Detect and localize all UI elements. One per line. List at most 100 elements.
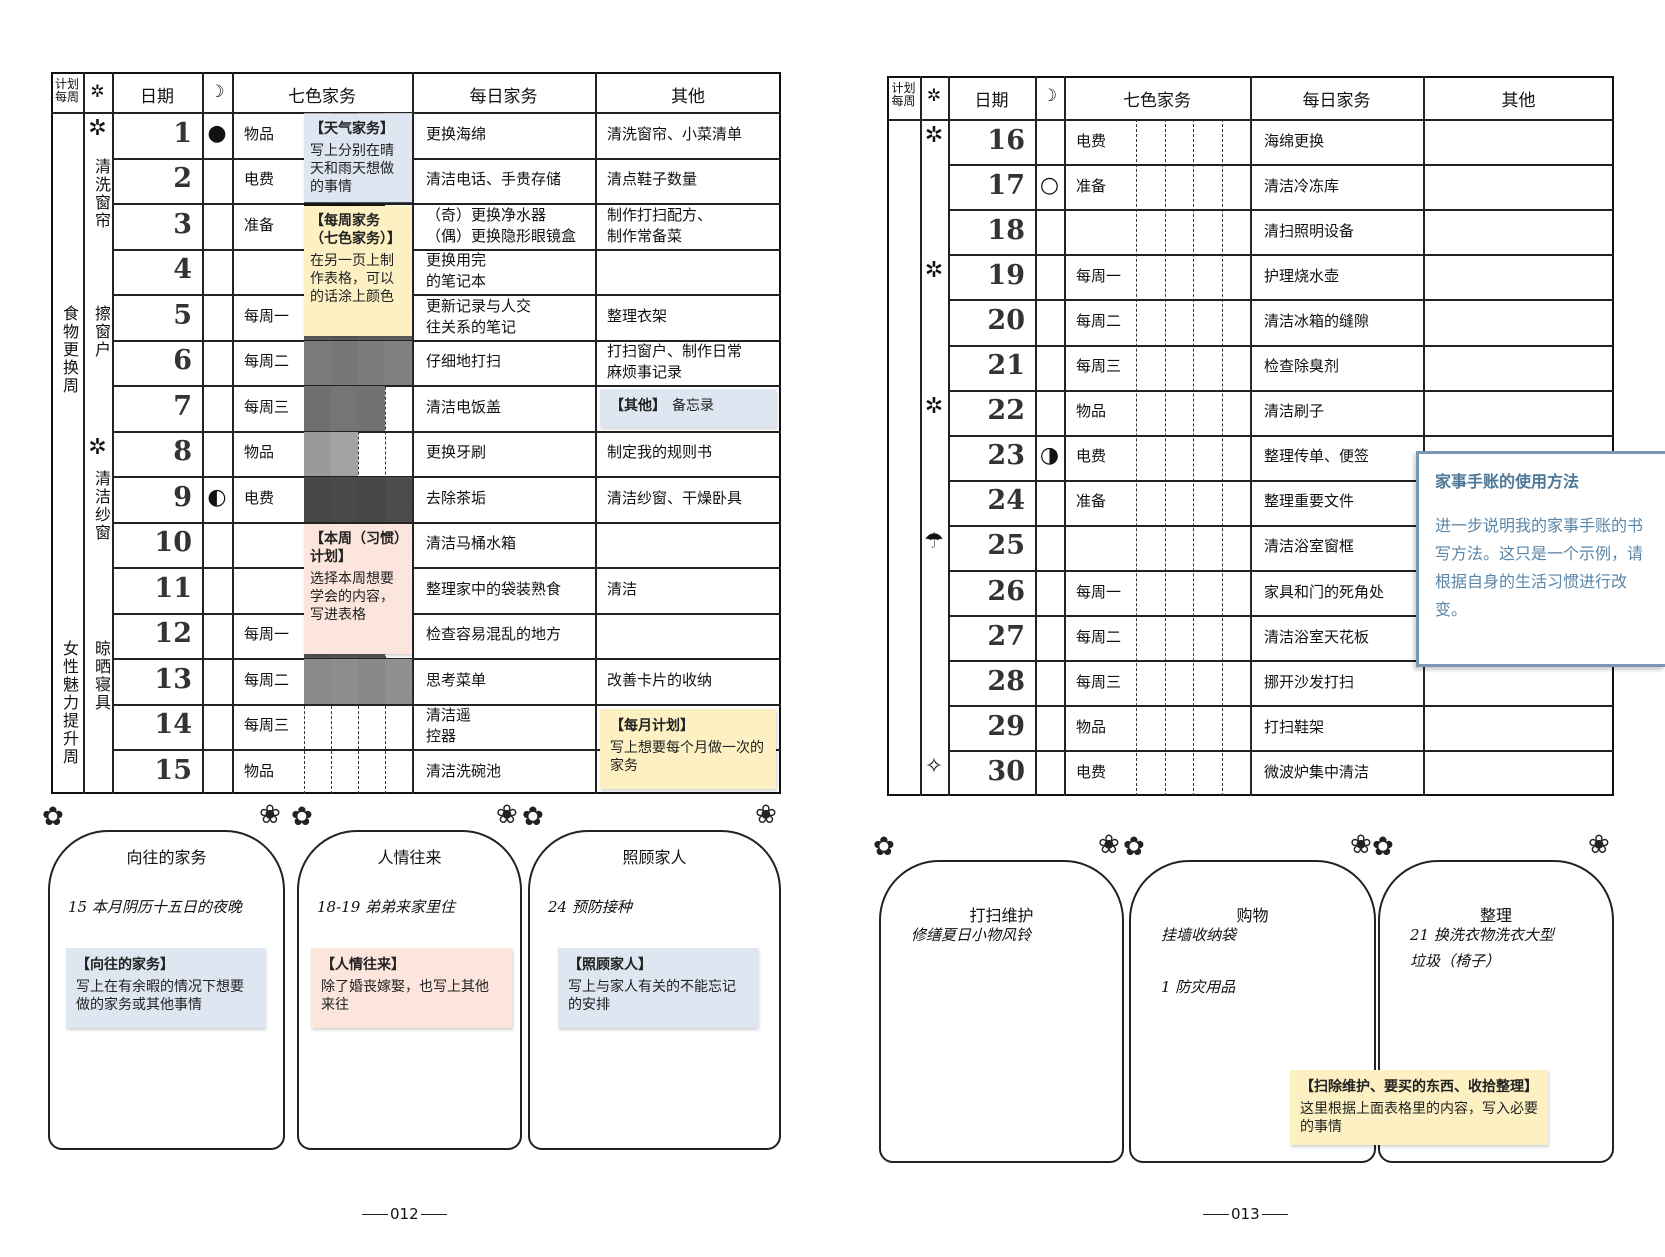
date-cell: 13 (154, 663, 192, 695)
note-title: 【其他】 (610, 398, 666, 414)
moon-phase-icon: ○ (1039, 172, 1060, 198)
row-divider (112, 430, 781, 433)
date-cell: 18 (987, 214, 1025, 246)
color-fill-cell (358, 340, 385, 385)
section-title: 购物 (1236, 906, 1269, 925)
color-fill-cell (358, 386, 385, 431)
note-body: 写上在有余暇的情况下想要做的家务或其他事情 (76, 979, 244, 1013)
daily-chore: 微波炉集中清洁 (1264, 762, 1370, 781)
weather-star-icon: ✲ (88, 116, 107, 141)
flower-decoration-icon: ✿ (291, 802, 313, 832)
column-divider (595, 72, 597, 794)
seven-color-label: 每周二 (1076, 627, 1122, 646)
daily-chore: 家具和门的死角处 (1264, 582, 1385, 601)
note-wish-chores: 【向往的家务】写上在有余暇的情况下想要做的家务或其他事情 (66, 948, 265, 1028)
moon-phase-icon: ● (207, 120, 227, 146)
date-cell: 28 (987, 665, 1025, 697)
note-body: 选择本周想要学会的内容，写进表格 (310, 571, 394, 623)
flower-decoration-icon: ❀ (1098, 830, 1120, 860)
date-cell: 2 (173, 163, 192, 195)
column-divider (920, 76, 922, 796)
daily-chore: 清洁洗碗池 (426, 761, 502, 780)
color-column-divider (1221, 119, 1223, 796)
note-body: 写上分别在晴天和雨天想做的事情 (310, 143, 394, 195)
moon-phase-icon: ◑ (1039, 443, 1060, 469)
date-cell: 10 (154, 527, 192, 559)
date-cell: 14 (154, 709, 192, 741)
date-cell: 29 (987, 710, 1025, 742)
date-cell: 12 (154, 618, 192, 650)
row-divider (112, 567, 781, 569)
color-column-divider (1193, 119, 1194, 796)
daily-chore: 清洁浴室窗框 (1264, 537, 1355, 556)
daily-chore: 护理烧水壶 (1264, 266, 1340, 285)
row-divider (948, 705, 1614, 708)
seven-color-label: 每周一 (1076, 266, 1122, 285)
column-divider (412, 72, 414, 794)
seven-color-label: 电费 (1076, 447, 1107, 466)
daily-chore: 检查除臭剂 (1264, 357, 1340, 376)
daily-chore: 整理重要文件 (1264, 492, 1355, 511)
seven-color-label: 准备 (244, 215, 275, 234)
date-cell: 24 (987, 485, 1025, 517)
row-divider (948, 750, 1614, 753)
other-note: 整理衣架 (607, 306, 668, 325)
row-divider (948, 164, 1614, 167)
header-star: ✲ (926, 86, 942, 106)
row-divider (948, 389, 1614, 392)
date-cell: 5 (173, 299, 192, 331)
note-title: 【本周（习惯）计划】 (310, 531, 401, 565)
row-divider (112, 157, 781, 160)
seven-color-label: 电费 (244, 170, 275, 189)
daily-chore: 打扫鞋架 (1264, 717, 1325, 736)
seven-color-label: 每周三 (1076, 672, 1122, 691)
seven-color-label: 准备 (1076, 492, 1107, 511)
note-family: 【照顾家人】写上与家人有关的不能忘记的安排 (558, 948, 758, 1028)
header-daily: 每日家务 (1302, 91, 1371, 111)
color-fill-cell (304, 477, 331, 522)
date-cell: 22 (987, 395, 1025, 427)
seven-color-label: 每周一 (244, 625, 290, 644)
row-divider (112, 749, 781, 751)
color-column-divider (358, 112, 359, 794)
weather-star-icon: ✲ (924, 393, 944, 419)
daily-chore: 清洁电话、手贵存储 (426, 170, 562, 189)
seven-color-label: 每周二 (244, 352, 290, 371)
group-label: 清洁纱窗 (92, 470, 111, 542)
daily-chore: 整理家中的袋装熟食 (426, 579, 562, 598)
header-plan: 计划每周 (891, 81, 916, 108)
section-box: 购物挂墙收纳袋 1 防灾用品 (1129, 860, 1376, 1163)
weather-star-icon: ☂ (924, 528, 944, 554)
daily-chore: 更新记录与人交 往关系的笔记 (426, 296, 532, 336)
daily-chore: 海绵更换 (1264, 131, 1325, 150)
row-divider (948, 615, 1614, 618)
header-moon: ☽ (1041, 86, 1058, 106)
other-note: 清洗窗帘、小菜清单 (607, 124, 743, 143)
daily-chore: 清洁冷冻库 (1264, 176, 1340, 195)
color-fill-cell (331, 386, 358, 431)
header-date: 日期 (140, 87, 174, 107)
daily-chore: 清洁刷子 (1264, 402, 1325, 421)
section-title: 照顾家人 (622, 848, 687, 867)
seven-color-label: 每周三 (244, 397, 290, 416)
flower-decoration-icon: ✿ (873, 832, 895, 862)
daily-chore: （奇）更换净水器 （偶）更换隐形眼镜盒 (426, 205, 577, 245)
seven-color-label: 物品 (1076, 402, 1107, 421)
row-divider (112, 203, 781, 205)
row-divider (948, 479, 1614, 482)
date-cell: 6 (173, 345, 192, 377)
weather-star-icon: ✲ (924, 258, 944, 284)
header-other: 其他 (671, 87, 705, 107)
note-title: 【每月计划】 (610, 718, 694, 734)
note-title: 【人情往来】 (321, 957, 405, 973)
header-plan: 计划每周 (54, 77, 79, 104)
seven-color-label: 每周二 (244, 670, 290, 689)
color-fill-cell (331, 431, 358, 476)
other-note: 改善卡片的收纳 (607, 670, 713, 689)
daily-chore: 清洁遥 控器 (426, 706, 472, 746)
other-note: 清洁纱窗、干燥卧具 (607, 488, 743, 507)
seven-color-label: 每周二 (1076, 311, 1122, 330)
other-note: 制作打扫配方、 制作常备菜 (607, 205, 713, 245)
